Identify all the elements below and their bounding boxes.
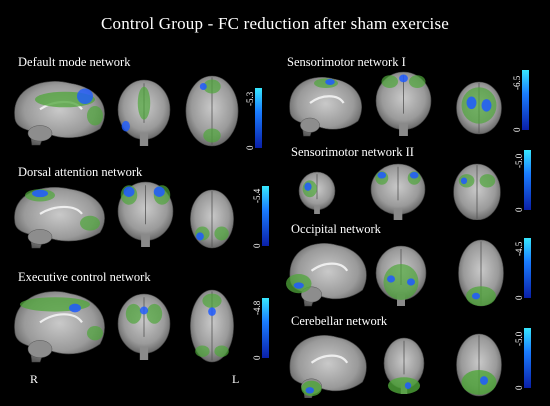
panel-label-dan: Dorsal attention network [18,165,143,179]
fc-reduction-cluster [199,83,207,90]
network-overlay [202,293,222,308]
brain-panel-smn1 [289,71,502,137]
fc-reduction-cluster [304,182,312,191]
colorbar-max-smn2: -5.0 [514,153,524,168]
colorbar-smn2 [524,150,531,210]
colorbar-min-ecn: 0 [252,355,262,361]
fc-reduction-cluster [325,79,335,85]
network-overlay [409,75,426,88]
colorbar-min-dmn: 0 [245,145,255,151]
fc-reduction-cluster [123,186,135,197]
brain-panel-smn2 [298,163,501,220]
brain-panel-dan [14,181,234,249]
colorbar-cer [524,328,531,388]
network-overlay [381,75,398,88]
colorbar-ecn [262,298,269,358]
network-overlay [125,303,142,324]
colorbar-max-smn1: -6.5 [512,75,522,90]
fc-reduction-cluster [480,376,488,385]
brainstem [139,346,149,360]
colorbar-max-dan: -5.4 [252,188,262,203]
colorbar-min-smn2: 0 [514,207,524,213]
fc-reduction-cluster [399,74,408,83]
colorbar-max-dmn: -5.3 [245,91,255,106]
fc-reduction-cluster [153,186,165,197]
network-overlay [87,106,103,126]
figure-title: Control Group - FC reduction after sham … [100,14,450,33]
panel-label-dmn: Default mode network [18,55,131,69]
network-overlay [87,326,103,341]
colorbar-max-occ: -4.5 [514,241,524,256]
fc-reduction-cluster [409,171,419,179]
fc-reduction-cluster [121,120,130,132]
panel-label-smn1: Sensorimotor network I [287,55,406,69]
colorbar-min-dan: 0 [252,243,262,249]
fc-reduction-cluster [196,232,204,241]
network-overlay [388,377,420,394]
colorbar-min-cer: 0 [514,385,524,391]
fc-reduction-cluster [69,303,81,313]
fc-reduction-cluster [377,171,387,179]
colorbar-min-smn1: 0 [512,127,522,133]
fc-reduction-cluster [32,189,48,198]
left-hemisphere-label: L [232,372,240,386]
corpus-callosum [39,313,83,324]
fc-reduction-cluster [472,292,480,300]
brain-panel-dmn [14,75,239,147]
colorbar-max-cer: -5.0 [514,331,524,346]
right-hemisphere-label: R [30,372,39,386]
fc-reduction-cluster [139,306,149,315]
cerebellum [27,340,53,358]
network-overlay [461,87,497,124]
panel-label-smn2: Sensorimotor network II [291,145,414,159]
fc-reduction-cluster [305,387,315,394]
corpus-callosum [39,205,83,215]
colorbar-occ [524,238,531,298]
colorbar-dmn [255,88,262,148]
corpus-callosum [309,95,345,104]
brainstem [314,205,320,214]
fc-reduction-cluster [460,177,468,185]
fc-reduction-cluster [404,382,412,389]
brainstem [399,123,408,136]
fc-reduction-cluster [407,278,415,286]
brainstem [139,132,149,146]
brain-panel-cer [289,333,502,398]
cerebellum [27,229,53,245]
network-overlay [203,79,221,94]
network-overlay [214,345,229,357]
corpus-callosum [310,354,349,364]
network-overlay [461,369,497,395]
fc-reduction-cluster [293,282,304,289]
network-overlay [214,226,229,241]
corpus-callosum [310,262,349,272]
panel-label-occ: Occipital network [291,222,381,236]
network-overlay [203,128,221,143]
network-overlay [146,303,163,324]
brainstem [393,208,403,220]
fc-reduction-cluster [466,96,477,110]
network-overlay [383,264,419,300]
colorbar-dan [262,186,269,246]
network-overlay [137,86,151,120]
panel-label-cer: Cerebellar network [291,314,388,328]
cerebellum [300,117,320,133]
fc-reduction-cluster [481,99,492,112]
network-overlay [479,174,496,188]
brainstem [141,234,150,247]
cerebellum [27,125,53,142]
colorbar-smn1 [522,70,529,130]
network-overlay [466,286,496,306]
fc-reduction-cluster [208,307,216,316]
network-overlay [195,345,210,357]
colorbar-min-occ: 0 [514,295,524,301]
brain-panel-occ [286,239,504,307]
network-overlay [80,215,100,231]
fc-reduction-cluster [387,275,395,283]
panel-label-ecn: Executive control network [18,270,151,284]
brain-panel-ecn [14,289,234,363]
fc-reduction-cluster [77,88,93,105]
colorbar-max-ecn: -4.8 [252,300,262,315]
